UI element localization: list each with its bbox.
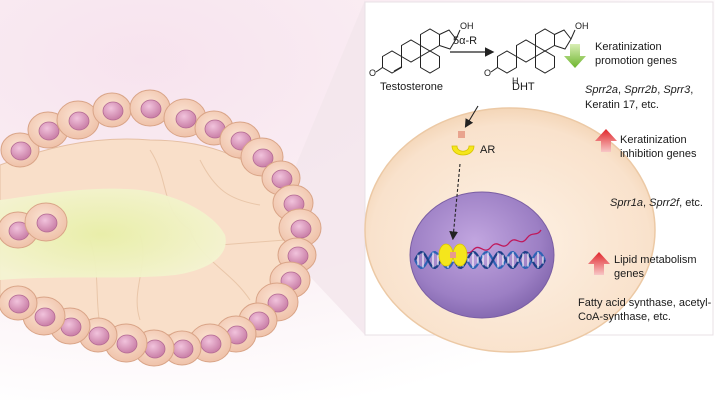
acinar-cell bbox=[56, 100, 100, 140]
up-arrow-icon bbox=[588, 252, 610, 275]
acinar-nucleus bbox=[252, 148, 274, 168]
group-title-line1: Keratinization bbox=[595, 41, 662, 53]
acinar-nucleus bbox=[172, 339, 194, 359]
enzyme-label: 5α-R bbox=[453, 35, 477, 47]
acinar-nucleus bbox=[116, 334, 138, 354]
acinar-cell bbox=[129, 89, 171, 127]
acinar-nucleus bbox=[68, 111, 90, 131]
gene-group-keratinization-inhibition: Keratinization inhibition genes Sprr1a, … bbox=[595, 129, 703, 209]
group-title-line2: promotion genes bbox=[595, 55, 677, 67]
ar-dna-complex bbox=[438, 243, 468, 267]
hydroxyl-label: OH bbox=[460, 21, 474, 31]
acinar-nucleus bbox=[144, 339, 166, 359]
acinar-cell bbox=[92, 92, 132, 128]
hydroxyl-label: OH bbox=[575, 21, 589, 31]
acinar-nucleus bbox=[8, 294, 30, 314]
gene-list-line2: Keratin 17, etc. bbox=[585, 99, 659, 111]
acinar-nucleus bbox=[88, 326, 110, 346]
gene-list: Sprr1a, Sprr2f, etc. bbox=[610, 197, 703, 209]
hydrogen-label: H bbox=[512, 76, 519, 86]
ar-label: AR bbox=[480, 144, 495, 156]
ketone-label: O bbox=[369, 68, 376, 78]
mrna-strand bbox=[454, 229, 542, 254]
testosterone-label: Testosterone bbox=[380, 81, 443, 93]
testosterone-structure: OH O bbox=[369, 21, 474, 78]
dht-label: DHT bbox=[512, 81, 535, 93]
group-title-line1: Lipid metabolism bbox=[614, 254, 697, 266]
acinar-nucleus bbox=[10, 141, 32, 161]
ar-translocation-arrow bbox=[449, 163, 461, 241]
group-title-line1: Keratinization bbox=[620, 134, 687, 146]
acinar-cell bbox=[0, 132, 40, 168]
acinar-nucleus bbox=[34, 307, 56, 327]
acinar-nucleus bbox=[175, 109, 197, 129]
gene-list-line1: Fatty acid synthase, acetyl- bbox=[578, 297, 712, 309]
ar-receptor bbox=[451, 145, 475, 156]
gene-list-line2: CoA-synthase, etc. bbox=[578, 311, 671, 323]
ketone-label: O bbox=[484, 68, 491, 78]
gene-group-keratinization-promotion: Keratinization promotion genes Sprr2a, S… bbox=[564, 41, 693, 111]
acinar-nucleus bbox=[36, 213, 58, 233]
acinar-nucleus bbox=[102, 101, 124, 121]
acinar-cell bbox=[162, 330, 202, 366]
acinar-cell bbox=[0, 285, 38, 321]
cell-detail: AR bbox=[364, 105, 656, 353]
down-arrow-icon bbox=[564, 44, 586, 68]
acinar-nucleus bbox=[38, 121, 60, 141]
acinar-nucleus bbox=[200, 334, 222, 354]
acinar-cell bbox=[278, 208, 322, 248]
up-arrow-icon bbox=[595, 129, 617, 152]
dht-entry-arrow bbox=[464, 105, 479, 128]
sebaceous-gland bbox=[0, 89, 322, 367]
acinar-nucleus bbox=[267, 293, 289, 313]
acinar-nucleus bbox=[140, 99, 162, 119]
gene-list: Sprr2a, Sprr2b, Sprr3, bbox=[585, 84, 693, 96]
acinar-nucleus bbox=[290, 219, 312, 239]
group-title-line2: inhibition genes bbox=[620, 148, 697, 160]
hormone-marker bbox=[458, 131, 465, 138]
group-title-line2: genes bbox=[614, 268, 644, 280]
acinar-cell bbox=[24, 202, 68, 242]
gene-group-lipid-metabolism: Lipid metabolism genes Fatty acid syntha… bbox=[578, 252, 712, 323]
